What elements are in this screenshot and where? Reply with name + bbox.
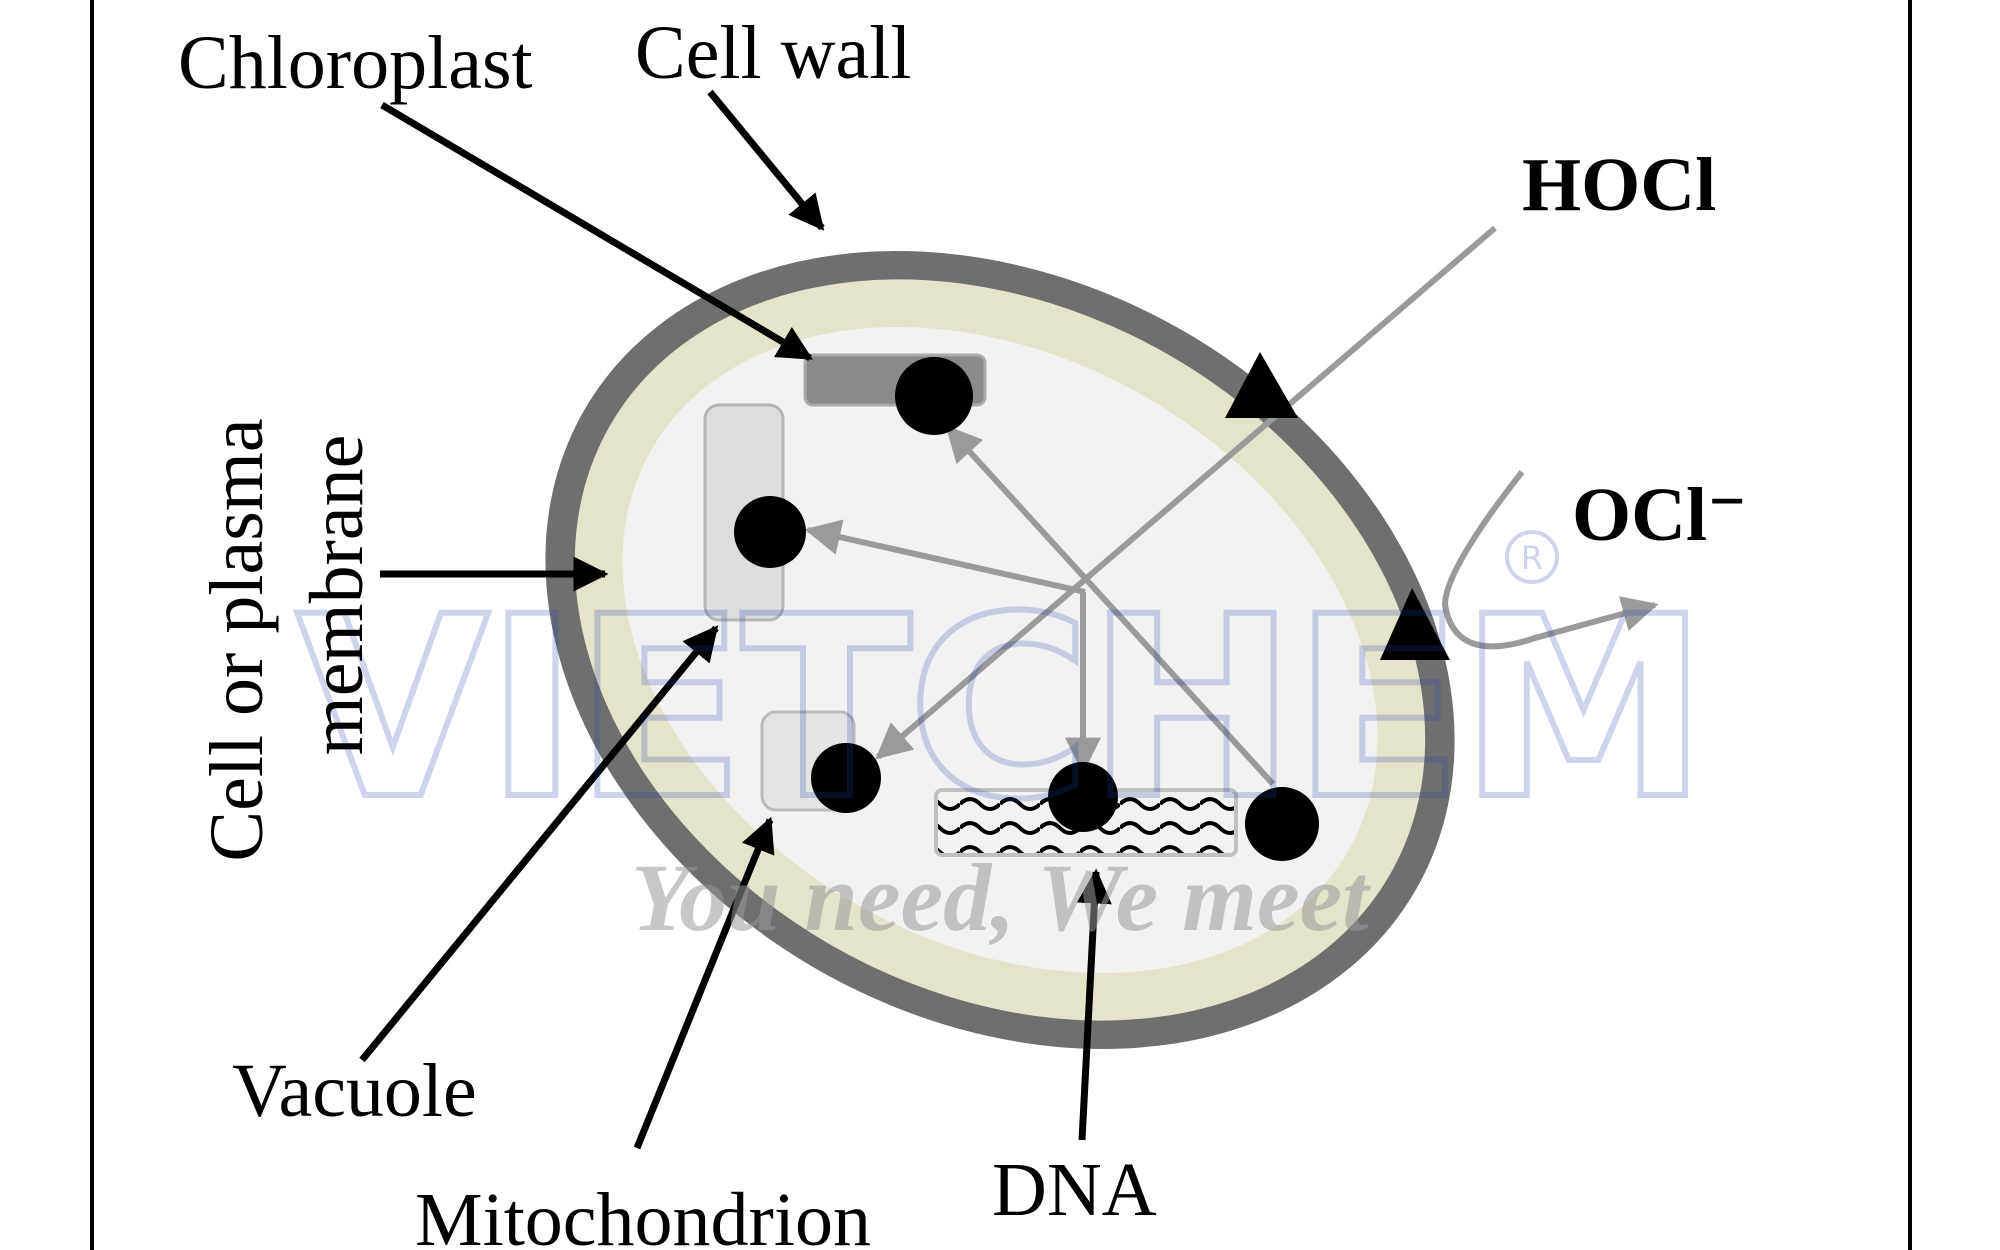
- chloroplast-arrow: [380, 101, 814, 362]
- label-vacuole: Vacuole: [232, 1049, 477, 1133]
- vacuole-arrow: [359, 625, 719, 1063]
- triangle-upper: [1225, 352, 1298, 418]
- gray-arrows: [804, 225, 1659, 787]
- watermark-tagline: You need, We meet: [631, 844, 1372, 951]
- label-cell-wall: Cell wall: [635, 11, 912, 95]
- dot-dna: [1048, 762, 1118, 832]
- dot-vacuole: [734, 496, 806, 568]
- label-dna: DNA: [992, 1148, 1157, 1232]
- triangle-lower: [1380, 588, 1450, 660]
- hocl-entry-arrow: [875, 225, 1497, 760]
- vietchem-watermark: VIETCHEM R: [293, 530, 1711, 857]
- label-arrows: [359, 89, 1112, 1150]
- label-ocl: OCl⁻: [1572, 473, 1747, 557]
- dot-chloroplast: [895, 357, 973, 435]
- dna-arrow: [1076, 868, 1112, 1141]
- label-chloroplast: Chloroplast: [178, 21, 533, 105]
- label-hocl: HOCl: [1522, 143, 1716, 227]
- label-membrane-line2: membrane: [295, 435, 379, 756]
- dot-right: [1245, 787, 1319, 861]
- watermark-brand: VIETCHEM: [296, 563, 1704, 854]
- wall-triangles: [1225, 352, 1450, 660]
- arrow-to-vacuole: [804, 519, 1086, 595]
- label-membrane-line1: Cell or plasma: [195, 418, 279, 861]
- label-mitochondrion: Mitochondrion: [415, 1178, 871, 1250]
- watermark-registered: R: [1521, 539, 1543, 577]
- arrow-to-chloroplast: [945, 425, 1276, 787]
- ocl-exit-arrow: [1441, 470, 1659, 650]
- dot-mitochondrion: [811, 743, 881, 813]
- registered-mark-icon: [1505, 530, 1559, 584]
- mitochondrion-arrow: [633, 816, 775, 1150]
- figure-frame: [90, 0, 1912, 1250]
- target-dots: [734, 357, 1319, 861]
- labels: Chloroplast Cell wall HOCl OCl⁻ Cell or …: [178, 11, 1747, 1250]
- cell-wall-arrow: [707, 89, 825, 231]
